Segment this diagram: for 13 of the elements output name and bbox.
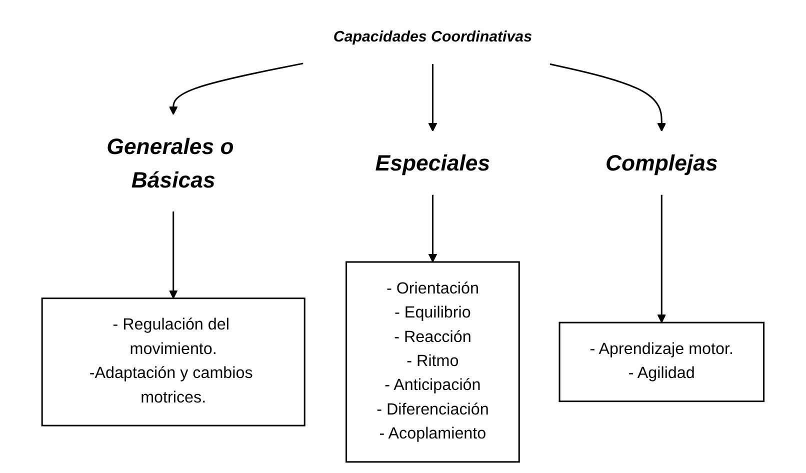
arrow: [428, 194, 438, 262]
node-box: - Aprendizaje motor. - Agilidad: [558, 322, 765, 402]
node-text: Generales o Básicas: [106, 134, 234, 192]
arrow: [550, 63, 666, 132]
node-box: - Orientación - Equilibrio - Reacción - Ritmo - Anticipación - Diferenciación - Acoplamiento: [346, 261, 520, 463]
arrow: [168, 62, 304, 115]
node-text: Especiales: [375, 150, 490, 176]
node-text: Capacidades Coordinativas: [333, 28, 532, 46]
arrow: [168, 212, 178, 299]
node-box: - Regulación del movimiento. -Adaptación y cambios motrices.: [41, 298, 306, 426]
arrow: [428, 64, 438, 132]
node-text: Complejas: [606, 150, 718, 176]
arrow: [657, 194, 666, 323]
